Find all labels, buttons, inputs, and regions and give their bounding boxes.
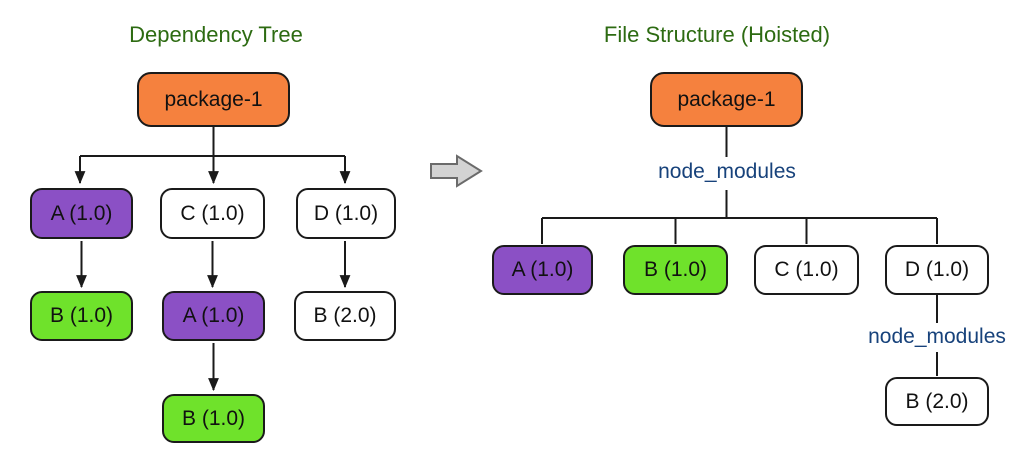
right-node-b-2-0: B (2.0) bbox=[885, 377, 989, 426]
right-node-a-1-0: A (1.0) bbox=[492, 245, 593, 295]
file-structure-title: File Structure (Hoisted) bbox=[603, 22, 831, 47]
dependency-tree-title: Dependency Tree bbox=[129, 22, 303, 47]
node-modules-label-root: node_modules bbox=[658, 160, 796, 183]
left-node-a-1-0: A (1.0) bbox=[30, 188, 133, 239]
left-node-c-1-0: C (1.0) bbox=[160, 188, 265, 239]
right-node-b-1-0: B (1.0) bbox=[623, 245, 728, 295]
left-node-b-2-0: B (2.0) bbox=[294, 291, 396, 341]
left-node-b-1-0: B (1.0) bbox=[30, 291, 133, 341]
left-node-package-1: package-1 bbox=[137, 72, 290, 127]
left-node-a-1-0-nested: A (1.0) bbox=[162, 291, 265, 341]
right-node-d-1-0: D (1.0) bbox=[885, 245, 989, 295]
node-modules-label-nested: node_modules bbox=[868, 325, 1006, 348]
right-node-c-1-0: C (1.0) bbox=[754, 245, 859, 295]
transform-arrow-icon bbox=[430, 154, 483, 188]
left-node-d-1-0: D (1.0) bbox=[296, 188, 396, 239]
left-tree-connectors bbox=[74, 127, 351, 392]
right-node-package-1: package-1 bbox=[650, 72, 803, 127]
left-node-b-1-0-deep: B (1.0) bbox=[162, 394, 265, 443]
